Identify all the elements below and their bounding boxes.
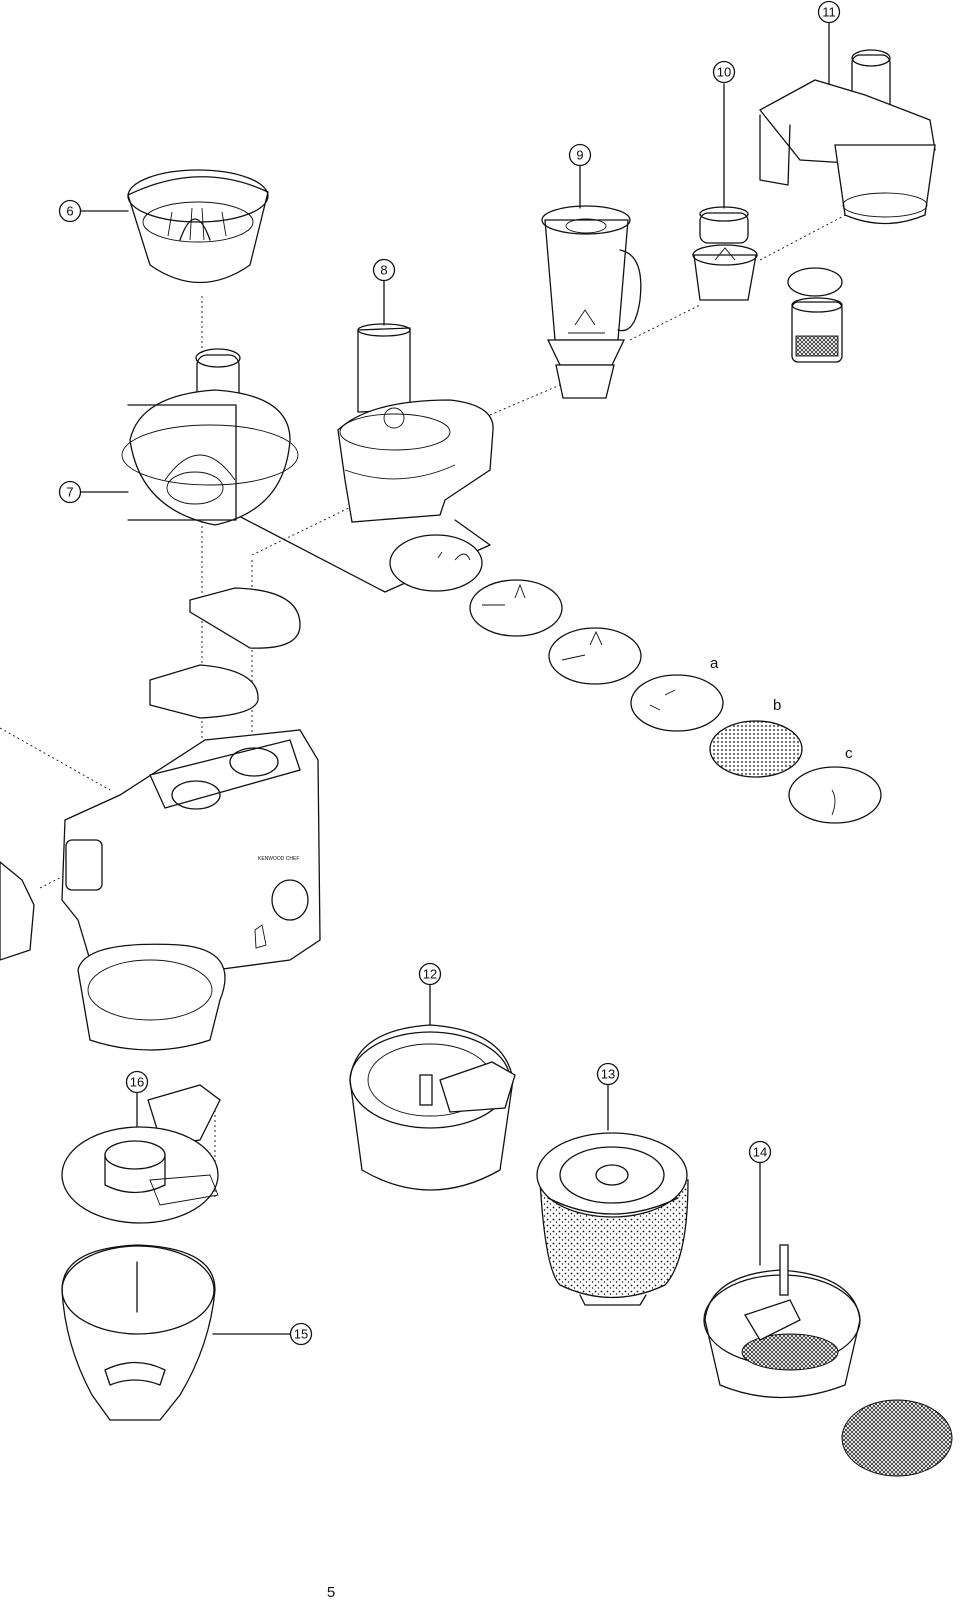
lid-pieces-illustration bbox=[150, 588, 300, 718]
storage-pot-illustration bbox=[788, 268, 842, 362]
callout-6: 6 bbox=[60, 201, 81, 222]
callout-7: 7 bbox=[60, 482, 81, 503]
svg-text:6: 6 bbox=[66, 204, 73, 219]
food-processor-illustration bbox=[338, 324, 493, 522]
citrus-juicer-illustration bbox=[128, 170, 268, 283]
svg-text:10: 10 bbox=[717, 65, 731, 80]
kitchen-machine-illustration bbox=[62, 730, 320, 1050]
disc-label-b: b bbox=[773, 697, 781, 714]
disc-label-c: c bbox=[845, 745, 853, 762]
mixing-bowl-illustration bbox=[62, 1245, 215, 1420]
svg-text:13: 13 bbox=[601, 1067, 615, 1082]
steamer-illustration bbox=[537, 1133, 688, 1305]
svg-text:14: 14 bbox=[753, 1145, 767, 1160]
side-attachment-illustration bbox=[0, 862, 34, 960]
svg-text:9: 9 bbox=[576, 148, 583, 163]
svg-text:7: 7 bbox=[66, 485, 73, 500]
svg-text:11: 11 bbox=[822, 5, 836, 20]
callout-13: 13 bbox=[598, 1064, 619, 1085]
svg-text:16: 16 bbox=[130, 1075, 144, 1090]
sieve-mesh-disc-illustration bbox=[842, 1400, 952, 1476]
svg-text:8: 8 bbox=[380, 263, 387, 278]
callout-12: 12 bbox=[420, 964, 441, 985]
callout-10: 10 bbox=[714, 62, 735, 83]
sieve-illustration bbox=[704, 1245, 860, 1398]
multi-mill-illustration bbox=[693, 207, 757, 300]
svg-text:15: 15 bbox=[294, 1327, 308, 1342]
mixer-brand-label: KENWOOD CHEF bbox=[258, 856, 299, 862]
splash-guard-illustration bbox=[62, 1085, 220, 1223]
ice-cream-maker-illustration bbox=[350, 1025, 515, 1190]
disc-label-a: a bbox=[710, 655, 719, 672]
mincer-illustration bbox=[760, 50, 935, 224]
blender-illustration bbox=[542, 206, 641, 398]
callout-14: 14 bbox=[750, 1142, 771, 1163]
slicing-discs-illustration bbox=[390, 535, 881, 823]
callout-8: 8 bbox=[374, 260, 395, 281]
callout-11: 11 bbox=[819, 2, 840, 23]
callout-16: 16 bbox=[127, 1072, 148, 1093]
svg-text:12: 12 bbox=[423, 967, 437, 982]
processor-attachment-illustration bbox=[122, 349, 298, 525]
callout-15: 15 bbox=[291, 1324, 312, 1345]
callout-9: 9 bbox=[570, 145, 591, 166]
page-number: 5 bbox=[327, 1584, 335, 1601]
